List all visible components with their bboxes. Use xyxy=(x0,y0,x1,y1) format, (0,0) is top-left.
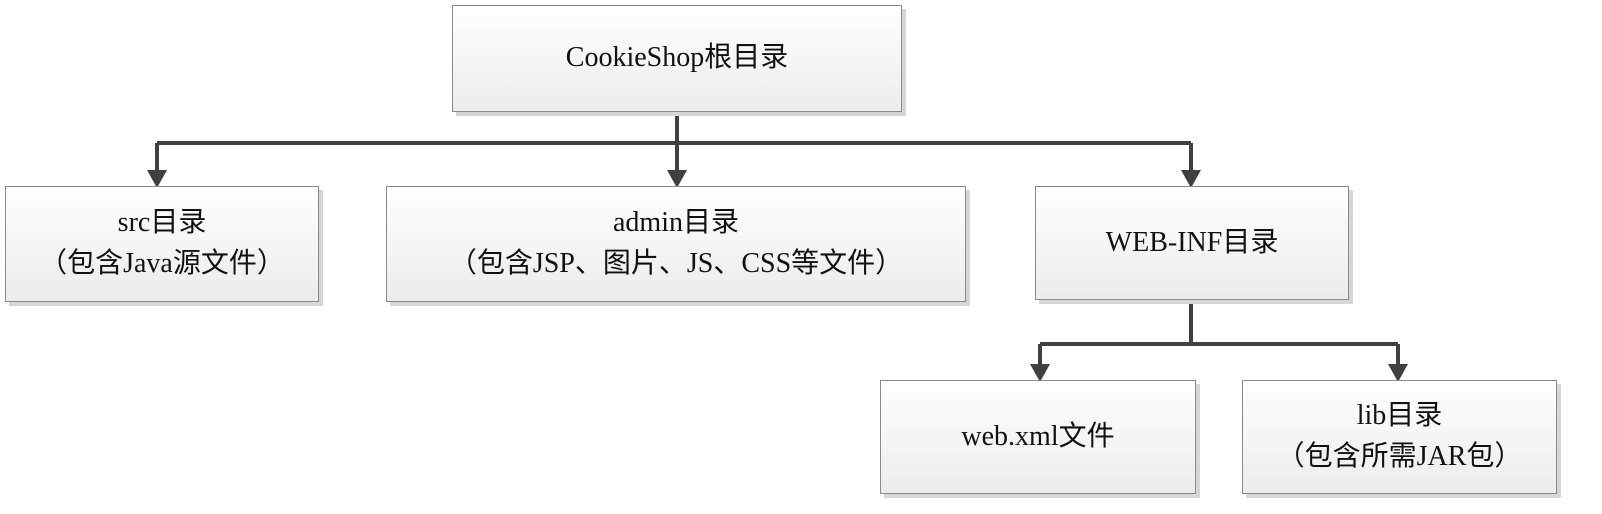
node-title: src目录 xyxy=(117,207,207,239)
node-title: admin目录 xyxy=(613,207,739,239)
node-root: CookieShop根目录 xyxy=(452,5,902,112)
arrowhead-lib xyxy=(1388,364,1408,382)
arrowhead-admin xyxy=(667,170,687,188)
node-webxml: web.xml文件 xyxy=(880,380,1196,494)
node-note: （包含JSP、图片、JS、CSS等文件） xyxy=(448,248,904,279)
node-lib: lib目录 （包含所需JAR包） xyxy=(1242,380,1557,494)
arrowhead-webinf xyxy=(1181,170,1201,188)
node-title: CookieShop根目录 xyxy=(565,42,789,74)
arrowhead-webxml xyxy=(1030,364,1050,382)
node-note: （包含Java源文件） xyxy=(39,248,285,279)
node-admin: admin目录 （包含JSP、图片、JS、CSS等文件） xyxy=(386,186,966,302)
node-webinf: WEB-INF目录 xyxy=(1035,186,1349,300)
node-title: lib目录 xyxy=(1356,400,1443,432)
node-note: （包含所需JAR包） xyxy=(1276,441,1523,472)
node-title: WEB-INF目录 xyxy=(1105,226,1279,258)
arrowhead-src xyxy=(147,170,167,188)
node-title: web.xml文件 xyxy=(961,420,1115,452)
node-src: src目录 （包含Java源文件） xyxy=(5,186,319,302)
